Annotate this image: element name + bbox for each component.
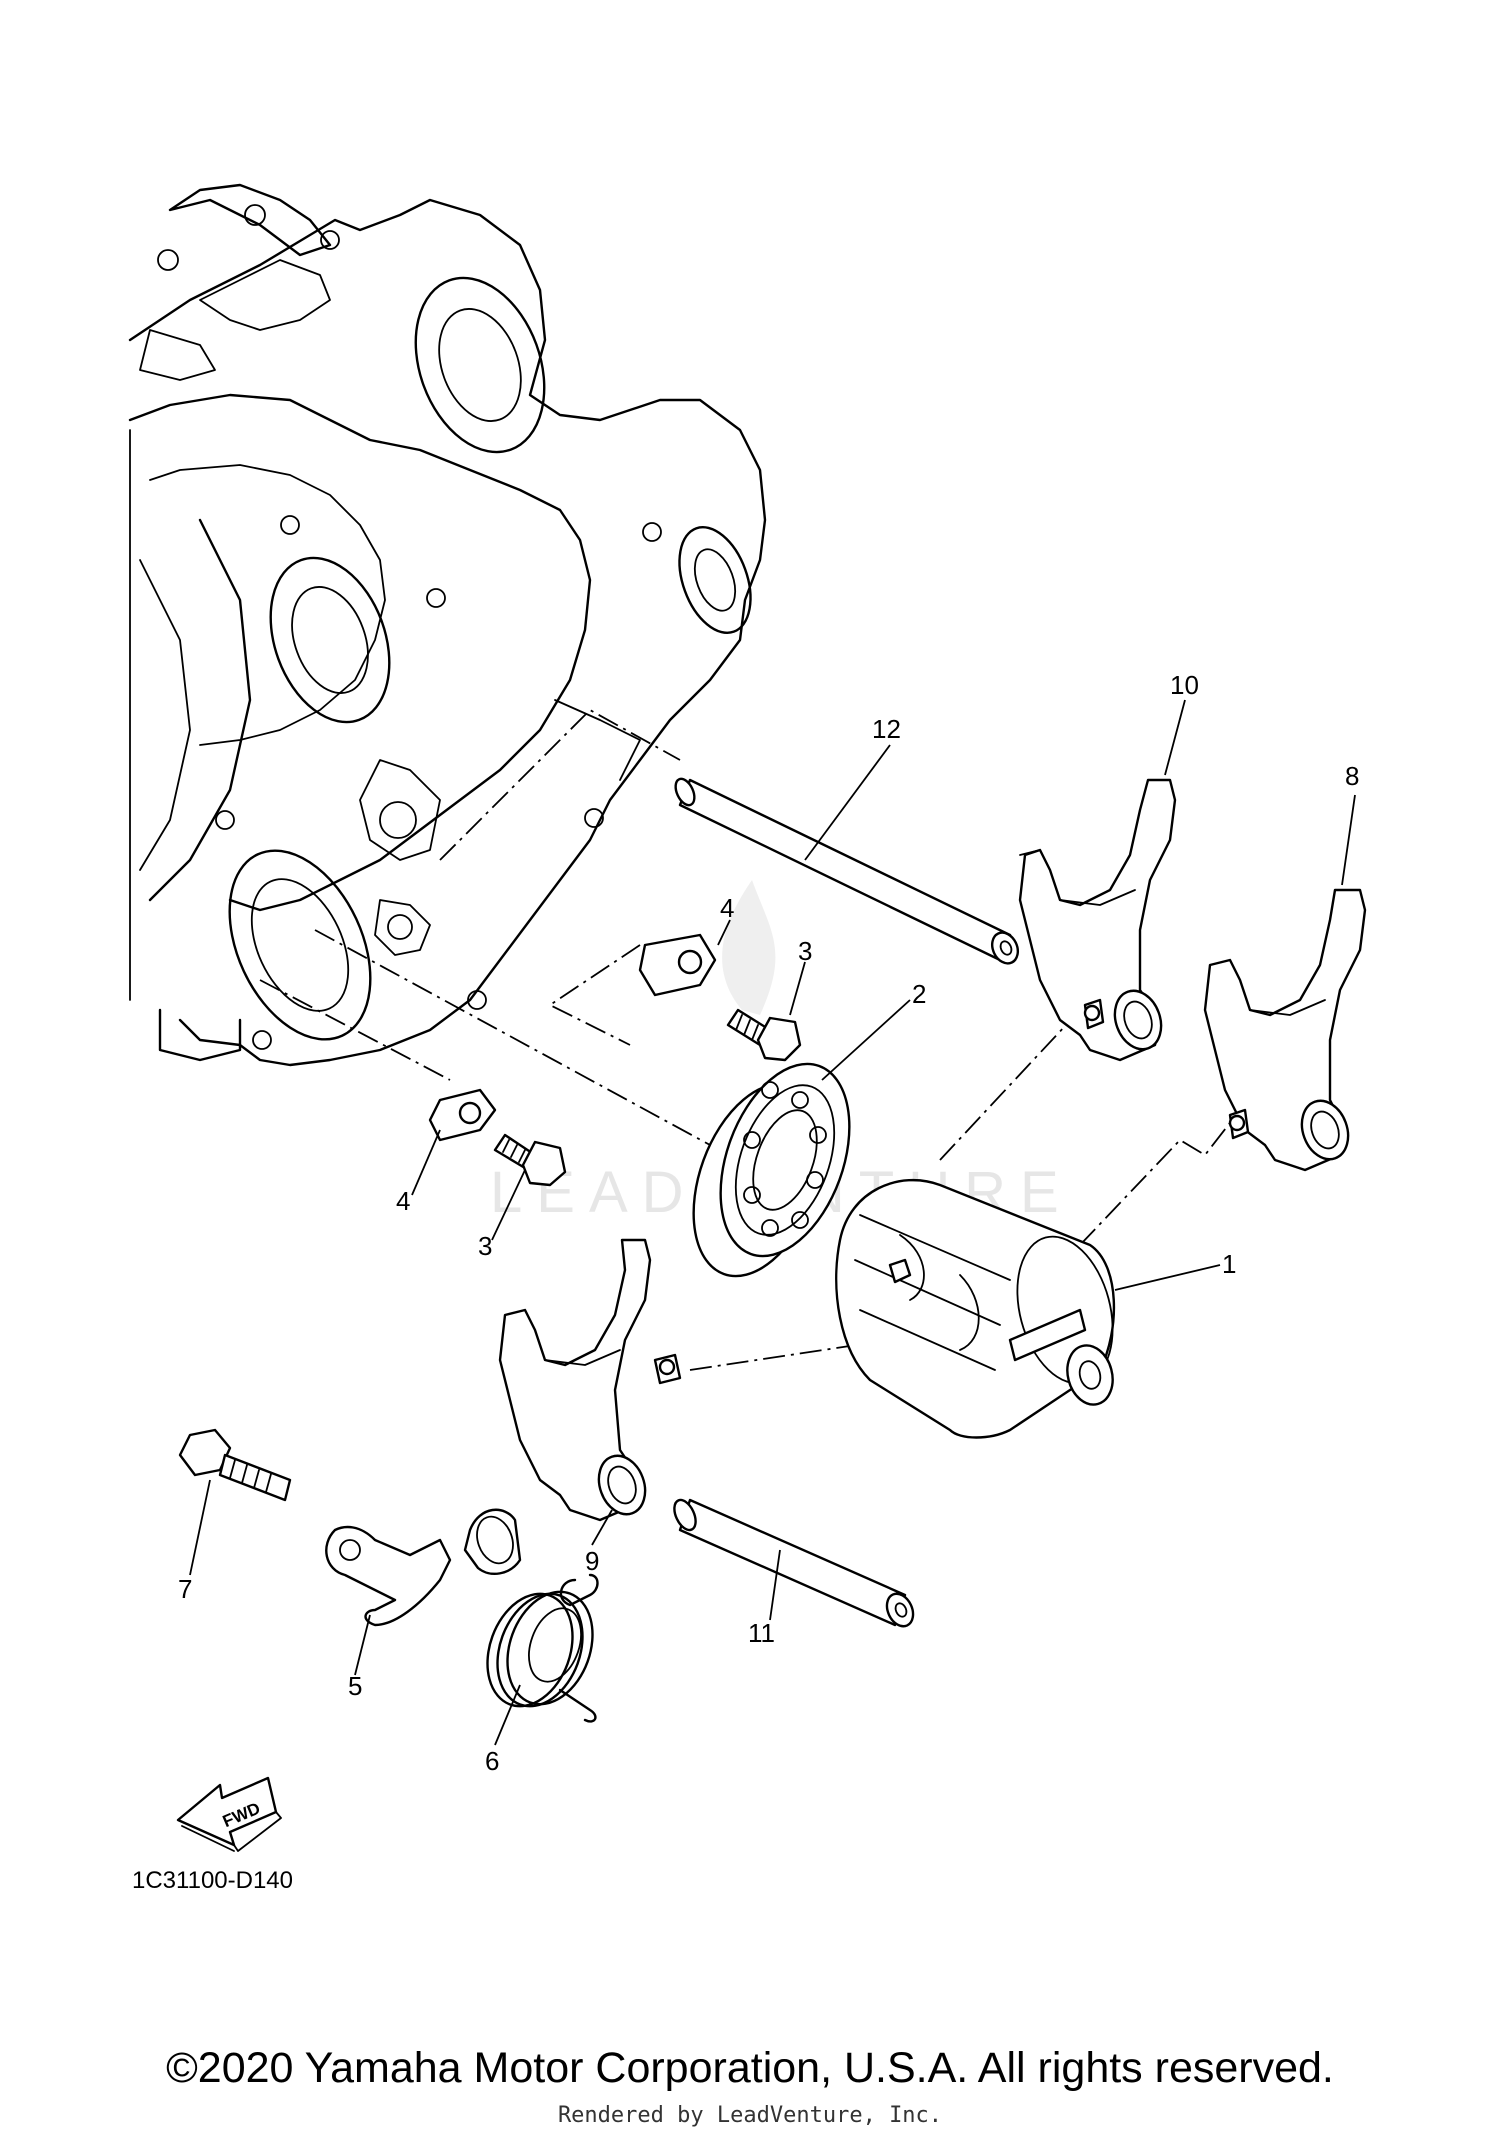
part-10-shift-fork: [1018, 778, 1177, 1062]
part-3-bolt-lower: [493, 1133, 567, 1187]
diagram-code: 1C31100-D140: [132, 1867, 293, 1894]
callout-9: 9: [585, 1546, 599, 1576]
part-11-guide-bar: [673, 1498, 915, 1628]
copyright-notice: ©2020 Yamaha Motor Corporation, U.S.A. A…: [166, 2044, 1334, 2092]
part-2-bearing: [692, 1062, 851, 1278]
rendered-by-text: Rendered by LeadVenture, Inc.: [557, 2103, 943, 2128]
part-12-guide-bar: [674, 777, 1020, 965]
part-4-plate-lower: [428, 1088, 497, 1142]
callout-3-lower: 3: [478, 1231, 492, 1261]
callout-4-upper: 4: [720, 893, 734, 923]
part-3-bolt-upper: [726, 1008, 802, 1062]
part-4-plate-upper: [638, 933, 717, 997]
callout-3-upper: 3: [798, 936, 812, 966]
callout-leaders: [189, 699, 1356, 1746]
callout-8: 8: [1345, 761, 1359, 791]
part-8-shift-fork: [1203, 888, 1367, 1172]
crankcase-housing: [128, 183, 767, 1067]
callout-2: 2: [912, 979, 926, 1009]
part-5-stopper-lever: [325, 1508, 522, 1627]
part-6-torsion-spring: [486, 1573, 599, 1723]
part-1-shift-drum: [835, 1178, 1116, 1439]
callout-11: 11: [748, 1618, 775, 1648]
callout-12: 12: [872, 714, 901, 744]
fwd-arrow-icon: FWD: [176, 1776, 282, 1852]
callout-6: 6: [485, 1746, 499, 1776]
callout-10: 10: [1170, 670, 1199, 700]
callout-4-lower: 4: [396, 1186, 410, 1216]
callout-5: 5: [348, 1671, 362, 1701]
callout-numbers: 1 2 3 3 4 4 5 6 7 8 9 10 11 12: [178, 670, 1359, 1776]
part-9-shift-fork: [498, 1238, 682, 1522]
callout-1: 1: [1222, 1249, 1236, 1279]
part-7-bolt: [178, 1428, 292, 1502]
callout-7: 7: [178, 1574, 192, 1604]
